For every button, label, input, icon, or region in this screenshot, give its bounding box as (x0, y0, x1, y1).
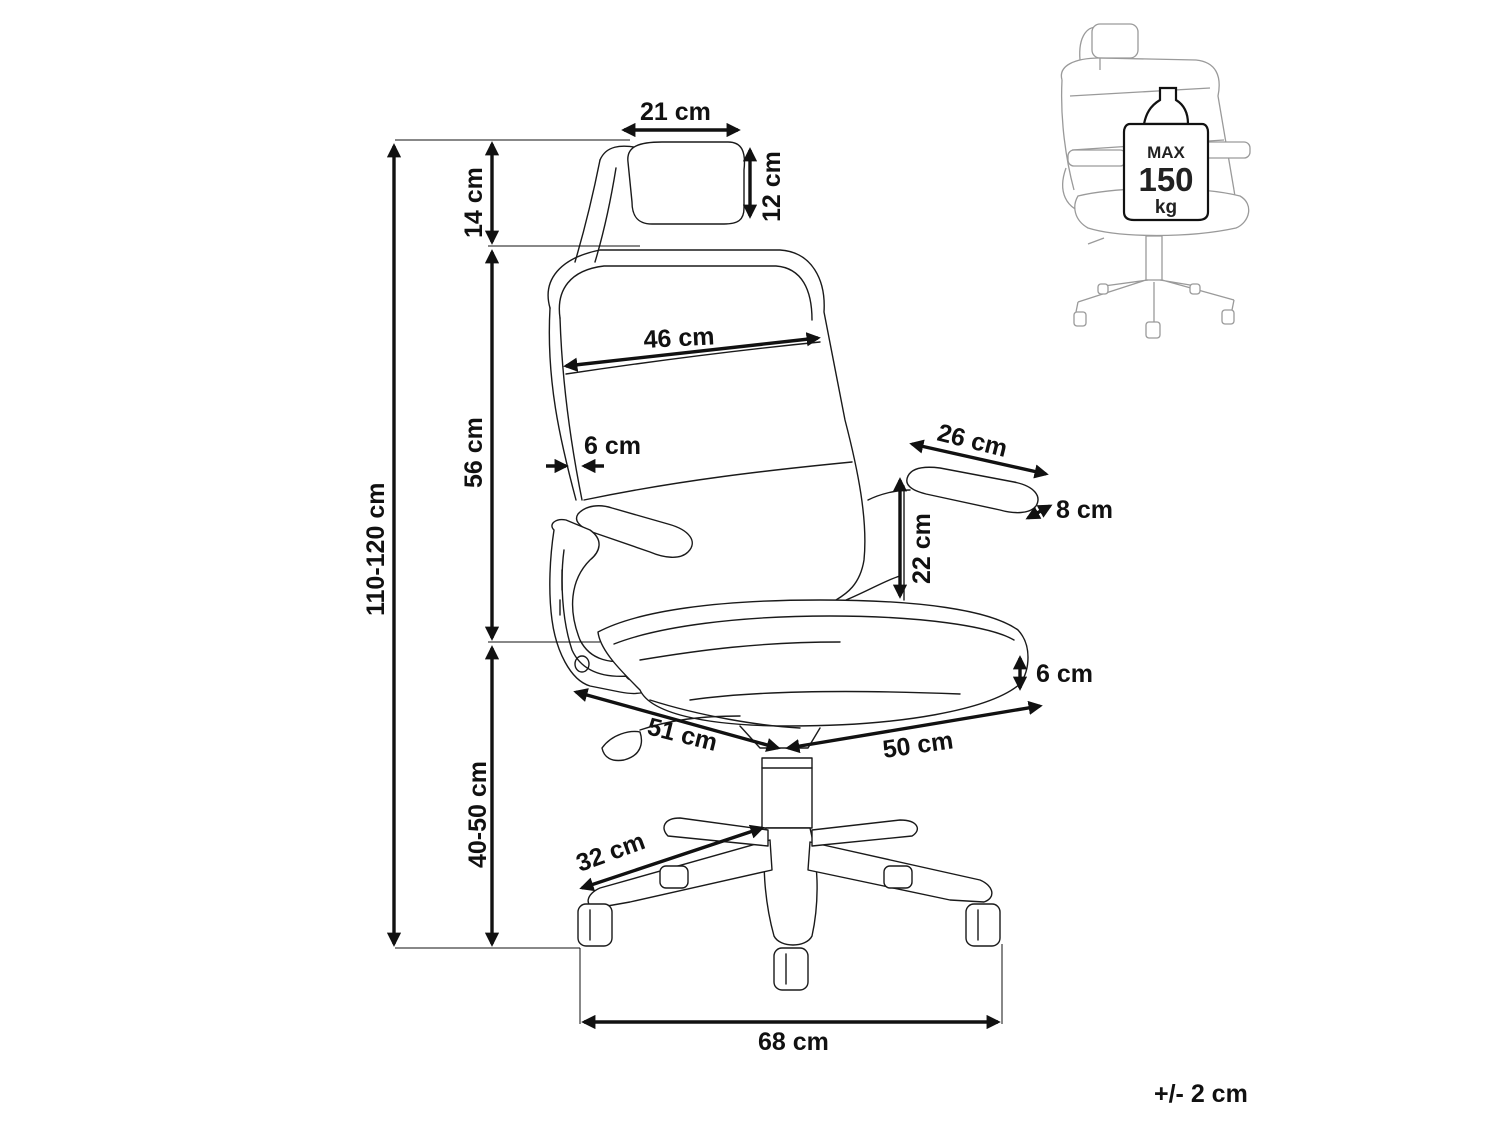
total-height-label: 110-120 cm (362, 483, 390, 616)
max-weight-badge: MAX 150 kg (1122, 86, 1210, 222)
seat (597, 599, 1029, 727)
badge-unit: kg (1155, 197, 1177, 218)
backrest-width-label: 46 cm (643, 322, 715, 354)
tolerance-label: +/- 2 cm (1154, 1080, 1248, 1108)
backrest-thickness-label: 6 cm (584, 432, 641, 460)
extension-lines (395, 139, 1003, 1024)
dimension-arrows (386, 122, 1053, 1030)
caster (773, 947, 809, 991)
headrest (627, 141, 746, 225)
caster (883, 865, 913, 889)
headrest-height-outer-label: 14 cm (460, 167, 488, 238)
armrest-length-arrow (909, 439, 1049, 479)
seat-thickness-label: 6 cm (1036, 660, 1093, 688)
backrest-height-label: 56 cm (460, 417, 488, 488)
seat-height-label: 40-50 cm (464, 761, 492, 868)
headrest-height-inner-label: 12 cm (758, 151, 786, 222)
seat-depth-arrow (573, 688, 781, 752)
badge-value: 150 (1138, 161, 1193, 198)
base-leg-back-right (811, 819, 919, 847)
caster (659, 865, 689, 889)
seat-width-arrow (785, 700, 1043, 754)
backrest-width-arrow (563, 332, 821, 372)
caster (577, 903, 613, 947)
armrest-width-label: 8 cm (1056, 496, 1113, 524)
badge-max-label: MAX (1147, 143, 1185, 162)
dimension-labels: 21 cm 14 cm 12 cm 46 cm 56 cm 6 cm 110-1… (362, 98, 1248, 1108)
base-width-label: 68 cm (758, 1028, 829, 1056)
headrest-width-label: 21 cm (640, 98, 711, 126)
backrest-shell (547, 249, 866, 601)
caster (965, 903, 1001, 947)
right-armrest (906, 466, 1039, 514)
armrest-height-label: 22 cm (908, 513, 936, 584)
leg-length-arrow (579, 824, 765, 892)
armrest-width-arrow (1025, 504, 1053, 520)
